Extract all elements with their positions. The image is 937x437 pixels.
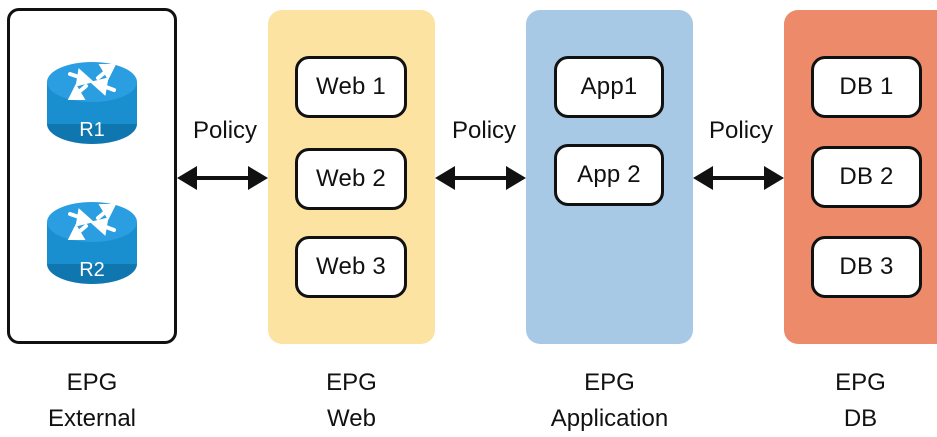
epg-web-label: EPG Web <box>268 365 435 437</box>
router-label-r2: R2 <box>79 259 105 281</box>
epg-db-group: DB 1 DB 2 DB 3 <box>784 10 937 344</box>
double-arrow-icon-3 <box>693 166 784 190</box>
epg-application-label-line2: Application <box>550 405 669 432</box>
double-arrow-icon-2 <box>435 166 526 190</box>
epg-external-label-line1: EPG <box>66 369 118 396</box>
node-db-3: DB 3 <box>811 236 922 298</box>
epg-web-group: Web 1 Web 2 Web 3 <box>268 10 435 344</box>
router-label-r1: R1 <box>79 119 105 141</box>
epg-external-label: EPG External <box>7 365 177 437</box>
epg-external-group: R1 R2 <box>7 8 177 344</box>
epg-application-group: App1 App 2 <box>526 10 693 344</box>
node-web-3: Web 3 <box>295 236 407 298</box>
epg-external-label-line2: External <box>47 405 137 432</box>
epg-db-label-line1: EPG <box>835 369 886 396</box>
epg-application-label: EPG Application <box>526 365 693 437</box>
policy-label-3: Policy <box>709 117 774 144</box>
node-app-1: App1 <box>554 56 664 118</box>
double-arrow-icon-1 <box>177 166 268 190</box>
epg-db-label-line2: DB <box>843 405 878 432</box>
node-db-2: DB 2 <box>811 146 922 208</box>
policy-label-2: Policy <box>452 117 517 144</box>
epg-db-label: EPG DB <box>784 365 937 437</box>
epg-application-label-line1: EPG <box>584 369 635 396</box>
policy-label-1: Policy <box>193 117 258 144</box>
router-icon-r1: R1 <box>47 62 137 144</box>
node-db-1: DB 1 <box>811 56 922 118</box>
node-web-2: Web 2 <box>295 148 407 210</box>
node-web-1: Web 1 <box>295 56 407 118</box>
epg-web-label-line1: EPG <box>326 369 377 396</box>
node-app-2: App 2 <box>554 144 664 206</box>
router-icon-r2: R2 <box>47 202 137 284</box>
epg-web-label-line2: Web <box>327 405 376 432</box>
